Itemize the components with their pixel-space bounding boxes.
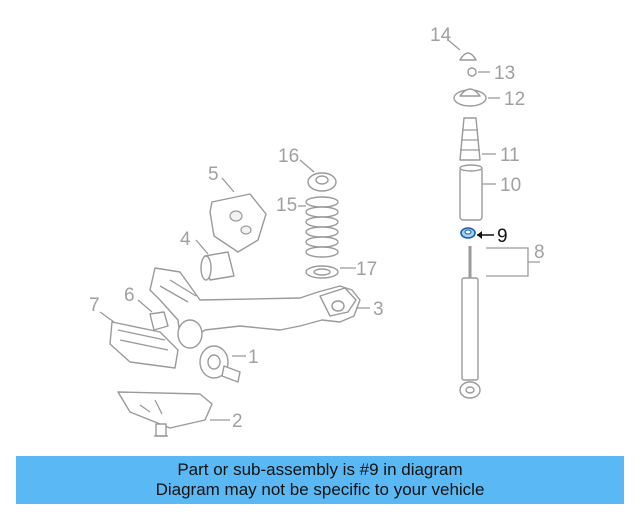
- callout-4: 4: [180, 229, 191, 250]
- callout-16: 16: [278, 146, 299, 167]
- info-banner: Part or sub-assembly is #9 in diagram Di…: [16, 456, 624, 504]
- part-1-stub-axle: [199, 345, 246, 383]
- callout-5: 5: [208, 164, 219, 185]
- part-12-upper-mount: [453, 88, 500, 107]
- part-5-mount-bracket: [209, 177, 267, 253]
- part-8-shock-absorber: [459, 246, 540, 399]
- part-16-spring-pad: [299, 159, 337, 192]
- callout-6: 6: [124, 285, 135, 306]
- parts-diagram: 1 2 3 4 5 6 7 8 9 10 11 12 13 14 15 16 1…: [89, 25, 545, 437]
- callout-12: 12: [504, 89, 525, 110]
- part-11-bump-stop: [459, 117, 496, 161]
- callout-17: 17: [356, 259, 377, 280]
- callout-2: 2: [232, 411, 243, 432]
- callout-15: 15: [276, 195, 297, 216]
- callout-3: 3: [373, 299, 384, 320]
- part-17-spring-seat: [305, 265, 356, 279]
- callout-9: 9: [497, 226, 508, 247]
- callout-1: 1: [248, 347, 259, 368]
- part-3-axle-beam: [149, 267, 370, 349]
- part-2-heat-shield: [117, 391, 230, 437]
- banner-line-1: Part or sub-assembly is #9 in diagram: [177, 460, 463, 479]
- part-10-dust-boot: [459, 164, 496, 221]
- part-13-nut: [467, 67, 490, 77]
- callout-7: 7: [89, 295, 100, 316]
- callout-14: 14: [430, 25, 452, 46]
- part-6-bushing: [137, 299, 169, 331]
- part-14-cap: [447, 39, 477, 61]
- callout-13: 13: [494, 63, 515, 84]
- part-15-coil-spring: [298, 196, 339, 258]
- part-9-highlighted: [460, 227, 494, 239]
- banner-line-2: Diagram may not be specific to your vehi…: [155, 480, 485, 499]
- callout-8: 8: [534, 242, 545, 263]
- part-7-bracket: [99, 311, 179, 369]
- callout-10: 10: [500, 175, 521, 196]
- callout-11: 11: [500, 145, 520, 166]
- part-4-bushing: [195, 239, 235, 281]
